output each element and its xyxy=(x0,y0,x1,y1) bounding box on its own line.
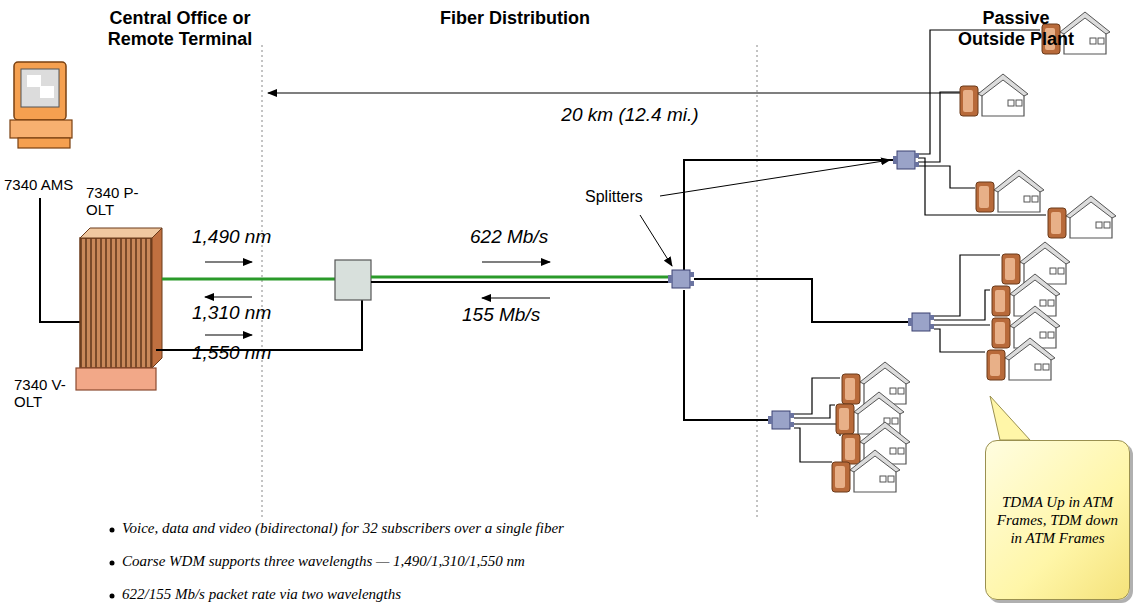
splitter xyxy=(668,270,694,288)
bullet-note: 622/155 Mb/s packet rate via two wavelen… xyxy=(122,586,401,603)
column-heading: Central Office or Remote Terminal xyxy=(90,8,270,49)
device-name: 7340 AMS xyxy=(4,176,94,193)
house-ont xyxy=(832,450,900,492)
distance-label: 20 km (12.4 mi.) xyxy=(540,104,720,126)
computer-icon xyxy=(10,62,72,148)
olt-rack xyxy=(76,228,162,390)
wdm-coupler xyxy=(335,260,371,300)
callout-text: TDMA Up in ATM Frames, TDM down in ATM F… xyxy=(996,493,1119,547)
column-heading: Fiber Distribution xyxy=(440,8,590,29)
rate-label: 155 Mb/s xyxy=(462,304,572,326)
wavelength-label: 1,490 nm xyxy=(192,226,292,248)
house-ont xyxy=(1048,196,1116,238)
callout-bubble: TDMA Up in ATM Frames, TDM down in ATM F… xyxy=(985,440,1130,600)
device-name: 7340 V-OLT xyxy=(14,376,70,410)
splitter-label: Splitters xyxy=(585,188,665,206)
column-heading: Passive Outside Plant xyxy=(950,8,1082,49)
bullet-note: Voice, data and video (bidirectonal) for… xyxy=(122,520,564,537)
house-ont xyxy=(987,338,1055,380)
house-ont xyxy=(992,274,1060,316)
house-ont xyxy=(976,170,1044,212)
wavelength-label: 1,310 nm xyxy=(192,302,292,324)
house-ont xyxy=(836,392,904,434)
splitter xyxy=(893,151,919,169)
splitter xyxy=(908,313,934,331)
house-ont xyxy=(960,74,1028,116)
rate-label: 622 Mb/s xyxy=(470,226,580,248)
wavelength-label: 1,550 nm xyxy=(192,342,292,364)
splitter xyxy=(768,411,794,429)
device-name: 7340 P-OLT xyxy=(86,184,146,218)
bullet-note: Coarse WDM supports three wavelengths — … xyxy=(122,553,525,570)
